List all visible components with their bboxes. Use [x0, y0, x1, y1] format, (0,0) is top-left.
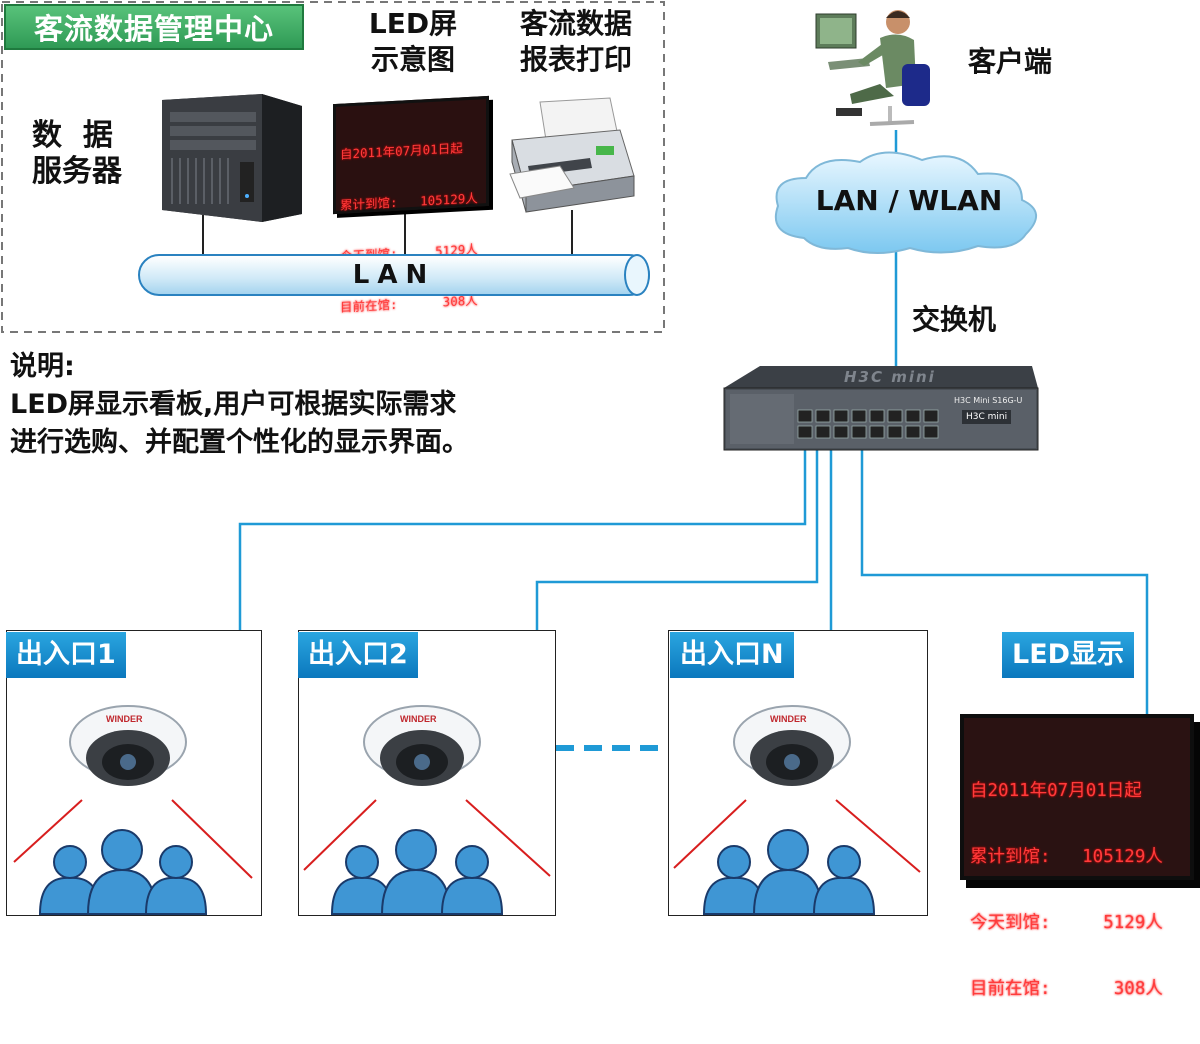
beam-right-line — [171, 799, 253, 879]
note-line1: LED屏显示看板,用户可根据实际需求 — [10, 389, 457, 420]
gate-tag-1: 出入口1 — [6, 632, 126, 678]
server-label-line1: 数 据 — [32, 118, 113, 153]
large-led-line4: 目前在馆: 308人 — [970, 979, 1163, 999]
gate-scene-2: WINDER — [303, 705, 551, 915]
printer-icon — [509, 97, 635, 213]
server-tower-icon — [162, 94, 302, 222]
led-caption-line1: LED屏 — [368, 7, 458, 40]
gate-scene-1: WINDER — [13, 705, 253, 915]
dome-camera-icon — [69, 705, 187, 786]
beam-left-line — [303, 799, 377, 871]
datacenter-dashed-border — [1, 1, 665, 333]
lan-pipe-label: LAN — [352, 260, 436, 290]
beam-right-line — [835, 799, 921, 873]
people-icons — [330, 829, 504, 915]
lan-wlan-cloud-icon — [774, 151, 1037, 254]
beam-left-line — [673, 799, 747, 869]
led-display-tag: LED显示 — [1002, 632, 1135, 678]
people-icons — [38, 829, 208, 915]
switch-brand-text: H3C mini — [844, 368, 936, 386]
datacenter-title: 客流数据管理中心 — [4, 4, 304, 50]
server-label-line2: 服务器 — [32, 154, 122, 189]
note-block: 说明: LED屏显示看板,用户可根据实际需求 进行选购、并配置个性化的显示界面。 — [10, 348, 469, 462]
camera-brand-text: WINDER — [400, 714, 437, 724]
small-led-panel: 自2011年07月01日起 累计到馆: 105129人 今天到馆: 5129人 … — [333, 95, 489, 315]
server-label: 数 据 服务器 — [32, 118, 122, 190]
lan-pipe-end — [624, 254, 650, 296]
switch-label: 交换机 — [912, 303, 997, 336]
people-icons — [702, 829, 876, 915]
large-led-panel: 自2011年07月01日起 累计到馆: 105129人 今天到馆: 5129人 … — [960, 714, 1194, 999]
small-led-line2: 累计到馆: 105129人 — [340, 190, 478, 213]
beam-left-line — [13, 799, 83, 863]
large-led-line2: 累计到馆: 105129人 — [970, 847, 1163, 867]
camera-brand-text: WINDER — [770, 714, 807, 724]
camera-brand-text: WINDER — [106, 714, 143, 724]
dome-camera-icon — [363, 705, 481, 786]
large-led-line1: 自2011年07月01日起 — [970, 781, 1142, 801]
gate-tag-n: 出入口N — [670, 632, 794, 678]
dome-camera-icon — [733, 705, 851, 786]
large-led-line3: 今天到馆: 5129人 — [970, 913, 1163, 933]
network-switch: H3C mini H3C Mini S16G-U H3C mini — [720, 364, 1040, 454]
printer-caption: 客流数据 报表打印 — [508, 6, 644, 78]
small-led-line1: 自2011年07月01日起 — [340, 140, 463, 162]
switch-badge: H3C mini — [962, 410, 1012, 424]
cloud-label: LAN / WLAN — [815, 184, 1003, 217]
switch-model-text: H3C Mini S16G-U — [954, 396, 1023, 405]
beam-right-line — [465, 799, 551, 877]
gate-scene-n: WINDER — [673, 705, 921, 915]
note-line2: 进行选购、并配置个性化的显示界面。 — [10, 427, 469, 458]
lan-pipe: LAN — [138, 254, 650, 296]
printer-caption-line2: 报表打印 — [519, 43, 632, 76]
client-user-icon — [815, 10, 930, 126]
note-title: 说明: — [10, 351, 75, 382]
gate-tag-2: 出入口2 — [298, 632, 418, 678]
led-caption-line2: 示意图 — [370, 43, 455, 76]
led-caption: LED屏 示意图 — [358, 6, 468, 78]
switch-to-led-line — [860, 432, 1149, 740]
printer-caption-line1: 客流数据 — [519, 7, 632, 40]
client-label: 客户端 — [968, 45, 1053, 78]
